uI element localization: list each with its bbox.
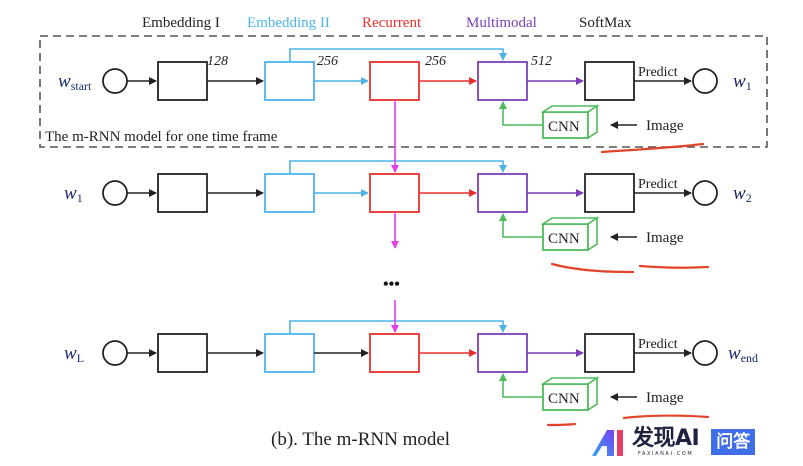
- embedding-2-layer: [264, 173, 315, 213]
- watermark-logo-icon: [592, 430, 623, 456]
- embedding-1-layer: [157, 61, 208, 101]
- image-label: Image: [646, 118, 684, 134]
- output-word-node: [692, 68, 718, 94]
- header-label-softmax: SoftMax: [579, 15, 632, 31]
- embedding-2-layer: [264, 333, 315, 373]
- dim-label-recurrent: 256: [425, 54, 446, 69]
- skip-connection-arrow: [289, 48, 507, 62]
- cnn-to-multimodal-arrow: [499, 213, 543, 238]
- softmax-layer: [584, 61, 635, 101]
- annotation-underline: [550, 262, 635, 274]
- skip-connection-arrow: [289, 160, 507, 174]
- input-word-node: [102, 180, 128, 206]
- cnn-label: CNN: [548, 391, 580, 407]
- cnn-to-multimodal-arrow: [499, 373, 543, 398]
- multimodal-layer: [477, 61, 528, 101]
- cnn-label: CNN: [548, 119, 580, 135]
- input-word-label: wstart: [58, 71, 92, 93]
- multimodal-layer: [477, 333, 528, 373]
- predict-label: Predict: [638, 337, 678, 352]
- time-frame-label: The m-RNN model for one time frame: [45, 129, 278, 145]
- recurrent-layer: [369, 173, 420, 213]
- header-label-multimodal: Multimodal: [466, 15, 537, 31]
- embedding-2-layer: [264, 61, 315, 101]
- annotation-underline: [622, 414, 710, 420]
- time-frame-boundary: [39, 35, 768, 148]
- input-word-node: [102, 340, 128, 366]
- annotation-underline: [600, 142, 705, 154]
- softmax-layer: [584, 173, 635, 213]
- watermark-badge: 问答: [711, 429, 756, 455]
- watermark-brand: 发现AI: [632, 425, 700, 451]
- annotation-underline: [546, 422, 577, 427]
- watermark-domain: FAXIANAI.COM: [637, 450, 694, 457]
- header-label-recurrent: Recurrent: [362, 15, 422, 31]
- predict-label: Predict: [638, 65, 678, 80]
- skip-connection-arrow: [289, 320, 507, 334]
- predict-label: Predict: [638, 177, 678, 192]
- output-word-node: [692, 340, 718, 366]
- output-word-label: w2: [733, 183, 752, 205]
- annotation-underlines: [546, 142, 710, 427]
- recurrent-layer: [369, 333, 420, 373]
- cnn-to-multimodal-arrow: [499, 101, 543, 126]
- header-label-embedding-2: Embedding II: [247, 15, 330, 31]
- watermark: 发现AI FAXIANAI.COM 问答: [632, 425, 756, 459]
- input-word-label: wL: [64, 343, 84, 365]
- image-label: Image: [646, 390, 684, 406]
- recurrent-layer: [369, 61, 420, 101]
- output-word-label: wend: [728, 343, 758, 365]
- dim-label-embedding-2: 256: [317, 54, 338, 69]
- softmax-layer: [584, 333, 635, 373]
- embedding-1-layer: [157, 173, 208, 213]
- embedding-1-layer: [157, 333, 208, 373]
- cnn-label: CNN: [548, 231, 580, 247]
- cnn-block: CNN: [540, 104, 600, 140]
- header-label-embedding-1: Embedding I: [142, 15, 220, 31]
- image-label: Image: [646, 230, 684, 246]
- dim-label-multimodal: 512: [531, 54, 552, 69]
- dim-label-embedding-1: 128: [207, 54, 228, 69]
- ellipsis: •••: [383, 276, 400, 293]
- cnn-block: CNN: [540, 376, 600, 412]
- figure-caption: (b). The m-RNN model: [271, 429, 450, 450]
- output-word-label: w1: [733, 71, 752, 93]
- multimodal-layer: [477, 173, 528, 213]
- annotation-underline: [638, 264, 710, 269]
- input-word-node: [102, 68, 128, 94]
- output-word-node: [692, 180, 718, 206]
- cnn-block: CNN: [540, 216, 600, 252]
- input-word-label: w1: [64, 183, 83, 205]
